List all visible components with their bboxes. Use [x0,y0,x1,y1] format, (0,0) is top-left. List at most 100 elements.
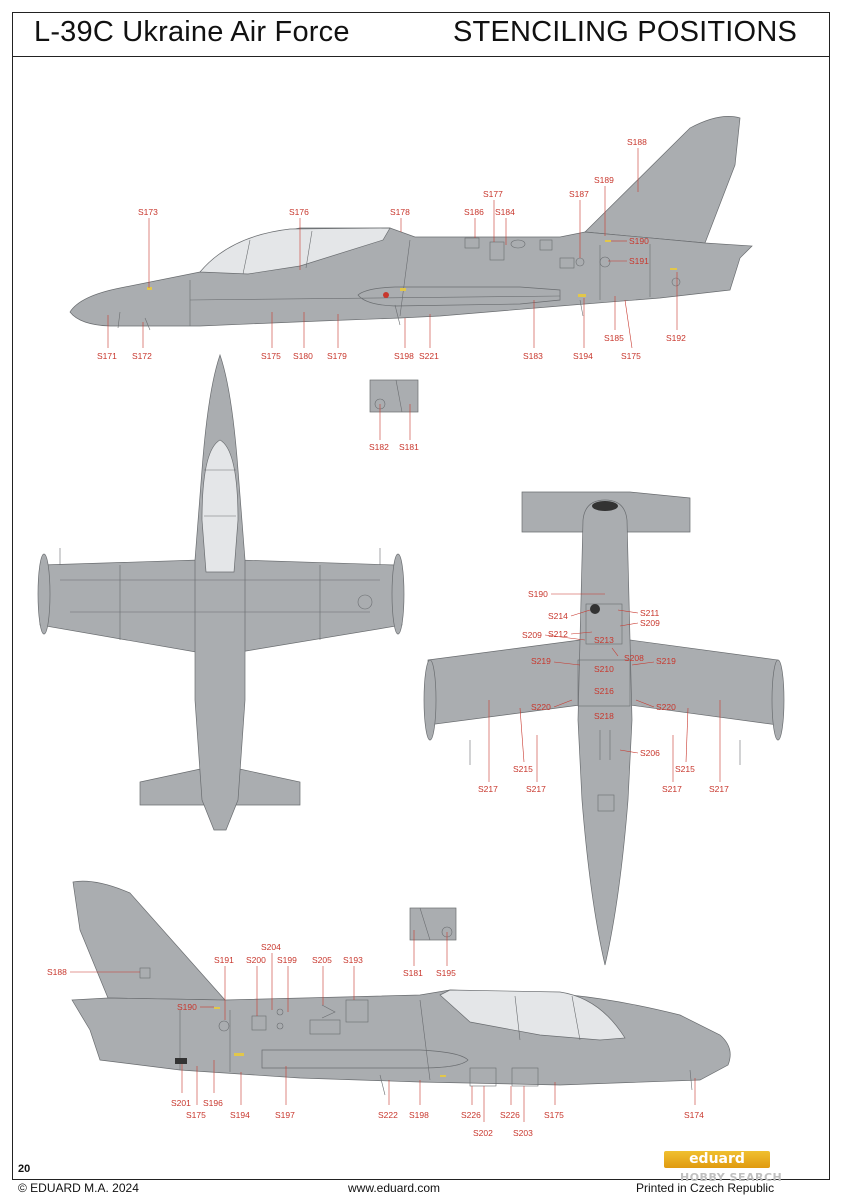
stencil-label: S188 [627,137,647,147]
stencil-label: S190 [629,236,649,246]
stencil-label: S208 [624,653,644,663]
stencil-label: S198 [394,351,414,361]
stencil-label: S222 [378,1110,398,1120]
right-view-fuselage [71,989,731,1086]
stencil-label: S219 [531,656,551,666]
page-number: 20 [18,1163,31,1175]
website-link[interactable]: www.eduard.com [348,1181,441,1195]
right-view-labels: S188 S191 S204 S200 S199 S205 S193 S190 … [47,942,704,1138]
top-view-canopy [201,439,239,573]
underside-fuselage [577,499,633,966]
stencil-label: S172 [132,351,152,361]
stencil-label: S218 [594,711,614,721]
printed-in-text: Printed in Czech Republic [636,1181,775,1195]
stencil-label: S176 [289,207,309,217]
page-subtitle: STENCILING POSITIONS [453,16,797,48]
stencil-label: S187 [569,189,589,199]
stencil-label: S186 [464,207,484,217]
stencil-label: S212 [548,629,568,639]
underside-labels: S190 S214 S211 S209 S209 S212 S213 S208 … [478,589,729,794]
stencil-label: S217 [526,784,546,794]
top-view [37,353,405,831]
stencil-label: S192 [666,333,686,343]
stencil-label: S226 [461,1110,481,1120]
stencil-label: S181 [399,442,419,452]
stencil-label: S175 [621,351,641,361]
stencil-label: S183 [523,351,543,361]
right-side-view [71,880,731,1096]
stencil-label: S184 [495,207,515,217]
stencil-label: S201 [171,1098,191,1108]
left-side-view [69,116,753,331]
stencil-label: S213 [594,635,614,645]
stencil-label: S189 [594,175,614,185]
stencil-label: S185 [604,333,624,343]
stencil-label: S190 [528,589,548,599]
stencil-label: S180 [293,351,313,361]
stencil-label: S190 [177,1002,197,1012]
right-view-canopy [439,989,626,1041]
stencil-label: S220 [656,702,676,712]
stencil-label: S179 [327,351,347,361]
stencil-label: S214 [548,611,568,621]
right-detail-labels: S181 S195 [403,930,456,978]
stencil-label: S209 [522,630,542,640]
stencil-label: S219 [656,656,676,666]
stencil-label: S171 [97,351,117,361]
stencil-label: S191 [214,955,234,965]
stencil-label: S175 [261,351,281,361]
left-detail-view [369,379,419,413]
stencil-label: S188 [47,967,67,977]
stencil-label: S191 [629,256,649,266]
stencil-label: S216 [594,686,614,696]
stencil-label: S175 [544,1110,564,1120]
left-view-canopy [199,227,391,275]
stencil-label: S204 [261,942,281,952]
stencil-label: S217 [709,784,729,794]
stencil-label: S206 [640,748,660,758]
right-view-intake [261,1049,469,1069]
header-divider [12,56,830,57]
stencil-label: S211 [640,608,659,618]
left-detail-labels: S182 S181 [369,404,419,452]
stencil-label: S220 [531,702,551,712]
page-title: L-39C Ukraine Air Force [34,16,350,48]
stencil-label: S217 [662,784,682,794]
page-frame [12,12,830,1180]
stencil-label: S200 [246,955,266,965]
left-view-labels: S173 S176 S178 S177 S186 S184 S187 S189 … [97,137,686,361]
stencil-label: S182 [369,442,389,452]
stencil-label: S195 [436,968,456,978]
stencil-label: S175 [186,1110,206,1120]
stencil-label: S226 [500,1110,520,1120]
stencil-label: S221 [419,351,439,361]
stencil-label: S209 [640,618,660,628]
right-detail-view [409,907,457,941]
left-view-intake [357,286,561,307]
stencil-label: S197 [275,1110,295,1120]
right-view-fin [72,880,226,1001]
stencil-label: S178 [390,207,410,217]
copyright-text: © EDUARD M.A. 2024 [18,1181,139,1195]
stencil-label: S193 [343,955,363,965]
stencil-label: S181 [403,968,423,978]
stencil-label: S202 [473,1128,493,1138]
stencil-label: S198 [409,1110,429,1120]
top-view-fuselage [194,353,246,831]
brand-logo: eduard [664,1151,770,1168]
stencil-label: S210 [594,664,614,674]
stencil-label: S177 [483,189,503,199]
stencil-label: S205 [312,955,332,965]
stencil-label: S196 [203,1098,223,1108]
watermark: HOBBY SEARCH [680,1171,783,1184]
stencil-label: S199 [277,955,297,965]
stencil-label: S215 [675,764,695,774]
stencil-label: S173 [138,207,158,217]
stencil-label: S203 [513,1128,533,1138]
stencil-label: S194 [230,1110,250,1120]
underside-view [423,491,785,966]
stencil-label: S215 [513,764,533,774]
stencil-label: S194 [573,351,593,361]
left-view-fin [584,116,741,244]
